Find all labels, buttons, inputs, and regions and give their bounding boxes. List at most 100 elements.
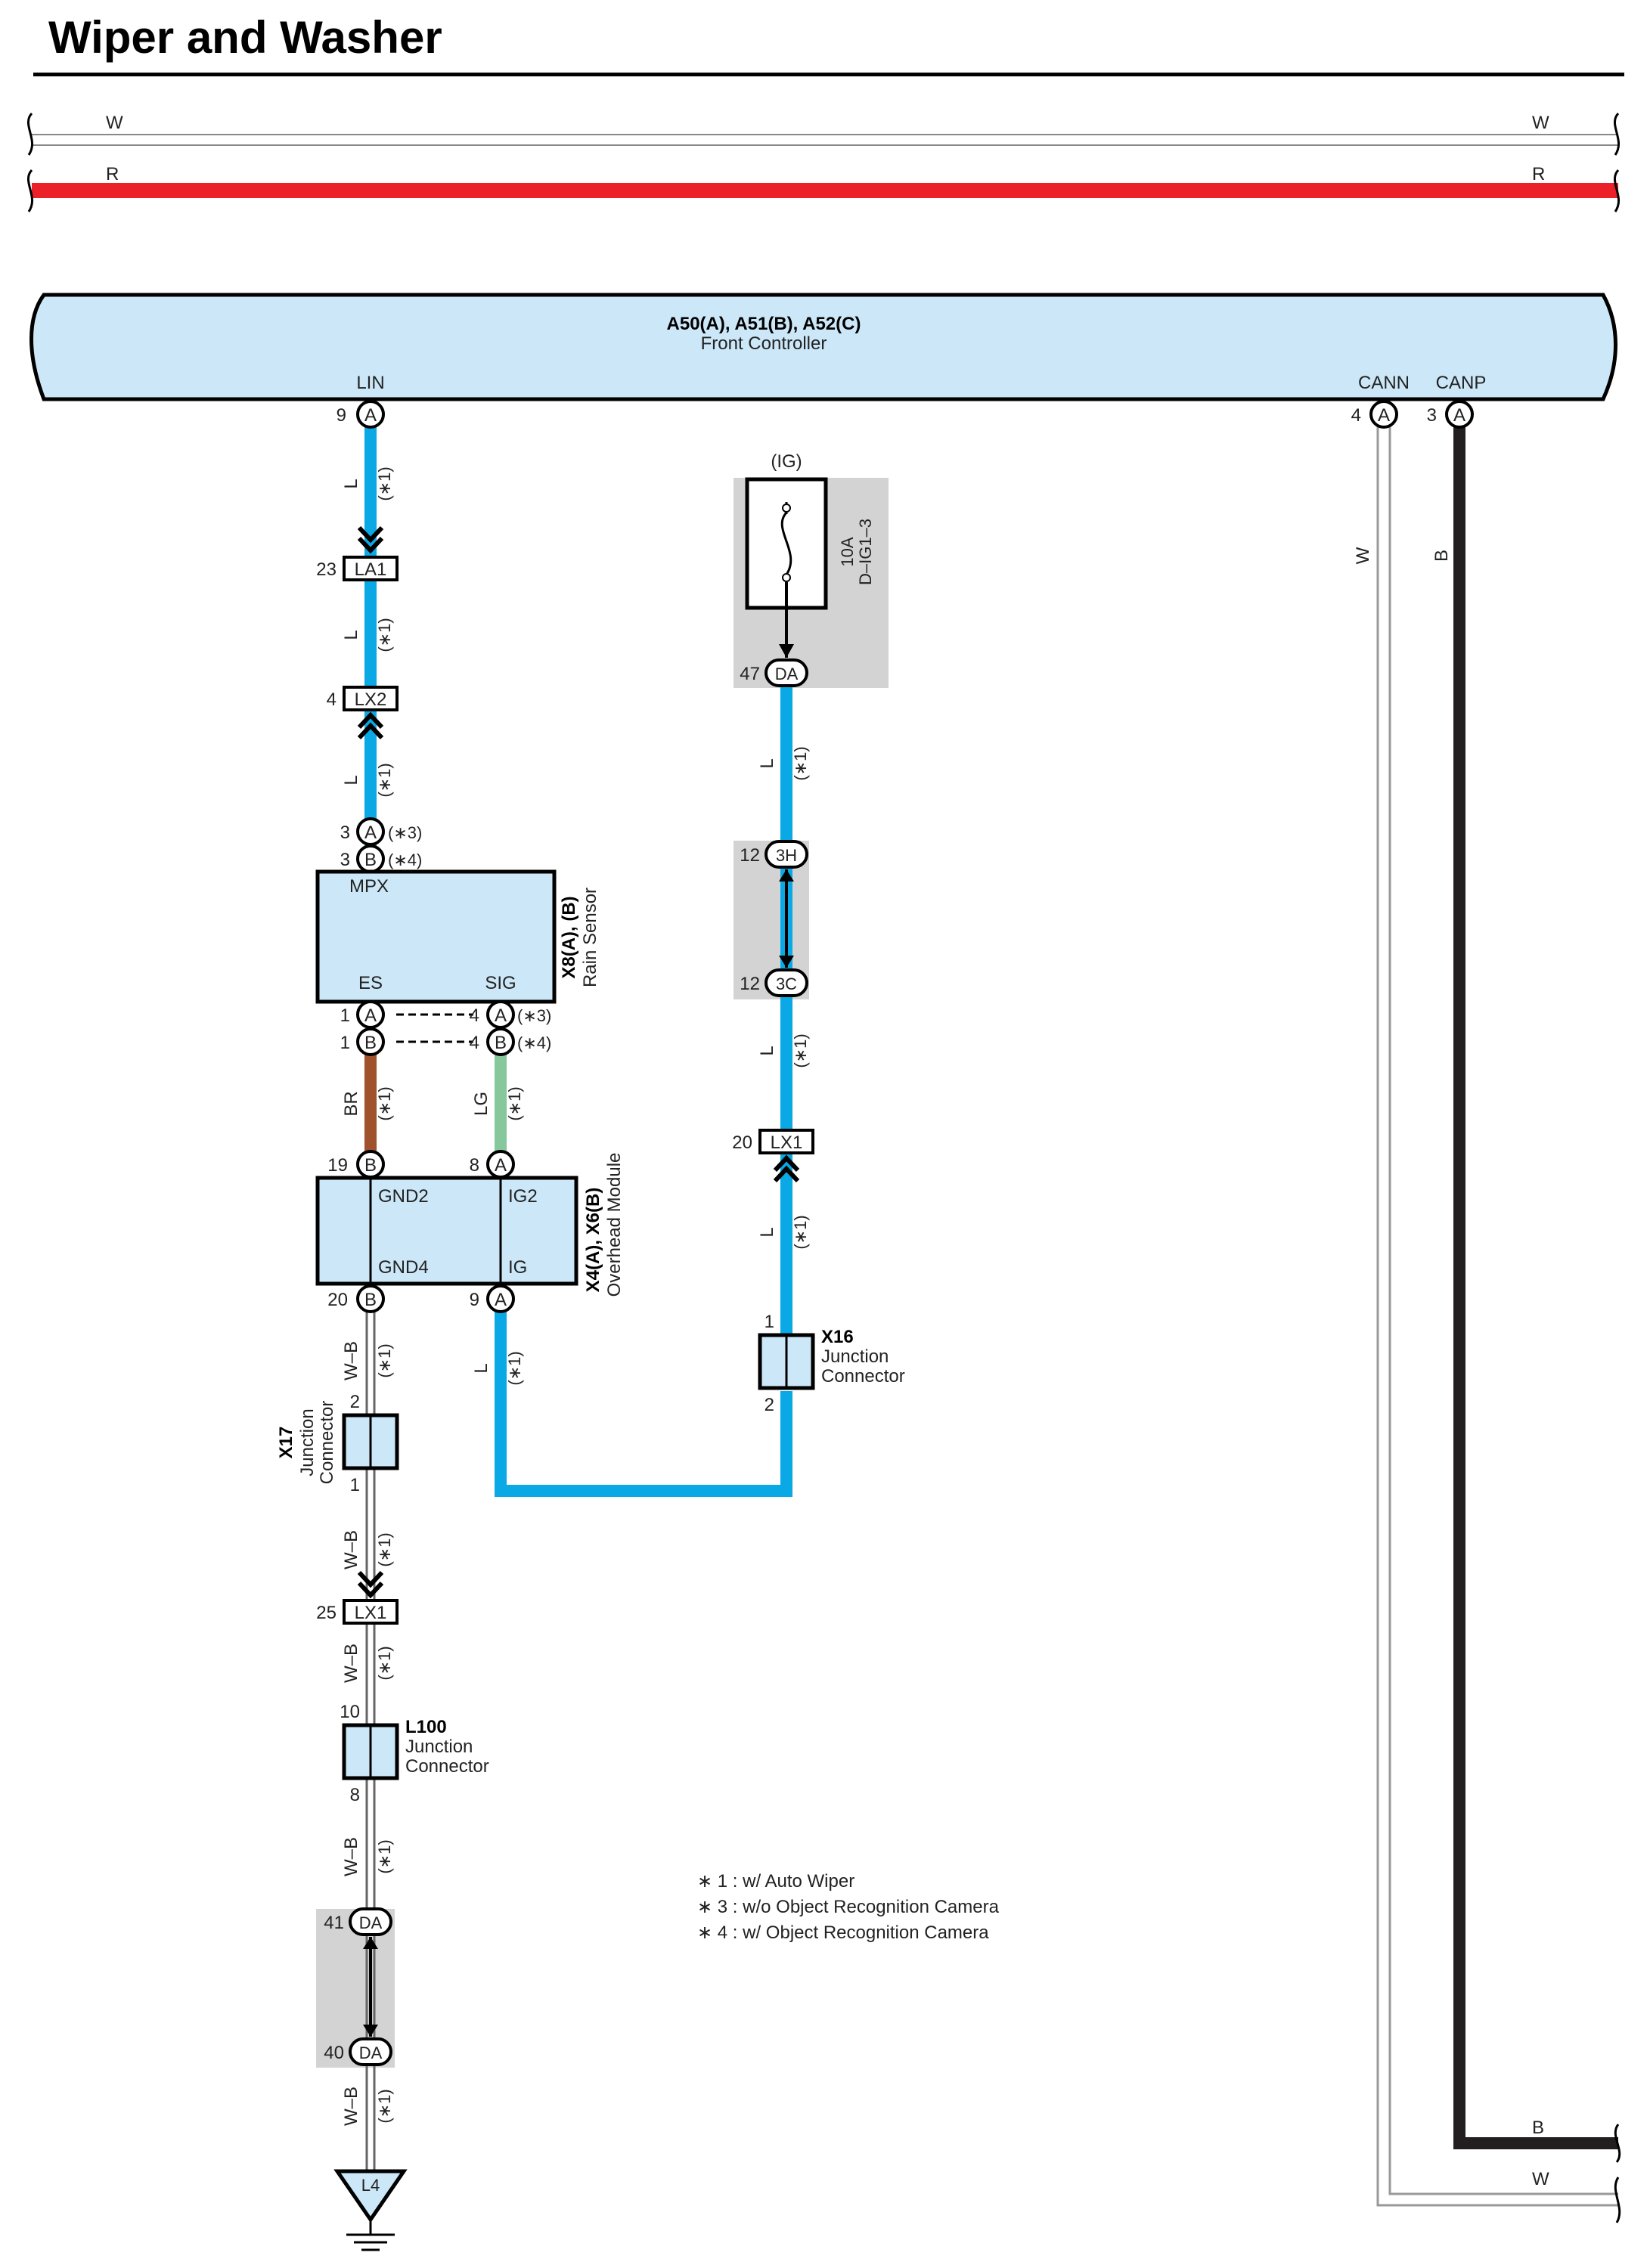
rs-es-pin-b: 1	[340, 1033, 350, 1053]
fuse-element-icon	[780, 511, 792, 575]
rs-in-conn-a: A	[364, 823, 377, 843]
wire-code-b: B	[1431, 550, 1452, 562]
l100-pin2: 8	[350, 1785, 360, 1805]
fuse-terminal-dot	[782, 503, 791, 513]
rs-in-conn-b: B	[364, 850, 377, 870]
lx2-pin: 4	[327, 689, 337, 710]
om-ig2: IG2	[508, 1186, 538, 1207]
note-mark: (∗1)	[791, 746, 810, 780]
note-3: ∗ 3 : w/o Object Recognition Camera	[697, 1897, 1000, 1917]
note-mark: (∗1)	[505, 1351, 524, 1385]
x17-junction-connector: 2 1 X17 Junction Connector	[276, 1392, 399, 1495]
wire-code-l: L	[471, 1363, 492, 1373]
note-mark: (∗1)	[375, 618, 394, 652]
top-w-label-right: W	[1532, 113, 1549, 133]
wire-code-wb: W–B	[341, 1644, 361, 1683]
lx2-connector: LX2 4	[327, 686, 399, 738]
rs-in-note-a: (∗3)	[388, 823, 422, 842]
x17-pin1: 2	[350, 1392, 360, 1412]
rs-in-note-b: (∗4)	[388, 850, 422, 869]
canp-terminal-label: CANP	[1436, 373, 1487, 393]
rs-es-conn-b: B	[364, 1033, 377, 1053]
overhead-module: B 19 A 8 GND2 GND4 IG2 IG X4(A), X6(B) O…	[315, 1150, 625, 1313]
ground-triangle	[333, 2169, 408, 2223]
note-mark: (∗1)	[791, 1033, 810, 1067]
3h-pin: 12	[740, 845, 760, 866]
fuse-terminal-dot	[782, 573, 791, 582]
note-mark: (∗1)	[375, 1343, 394, 1377]
l100-pin1: 10	[340, 1702, 360, 1722]
rain-sensor: A 3 (∗3) B 3 (∗4) MPX ES SIG X8(A), (B) …	[315, 817, 600, 1056]
overhead-module-id: X4(A), X6(B)	[583, 1188, 603, 1293]
overhead-module-body	[315, 1176, 578, 1286]
rs-in-pin-a: 3	[340, 823, 350, 843]
canp-wire	[1453, 414, 1618, 2149]
wire-code-l: L	[757, 758, 777, 768]
rs-sig-label: SIG	[485, 973, 516, 993]
front-controller-body	[29, 293, 1617, 401]
fuse-d-ig1-3: (IG) 10A D–IG1–3 DA 47	[740, 451, 875, 687]
front-controller-name: Front Controller	[701, 333, 827, 354]
3c-code: 3C	[776, 974, 797, 993]
om-pin20: 20	[327, 1290, 348, 1310]
om-pin20-conn: B	[364, 1290, 377, 1310]
la1-label: LA1	[355, 559, 387, 580]
cann-conn-letter: A	[1378, 405, 1390, 426]
rain-sensor-id: X8(A), (B)	[559, 896, 579, 978]
ig-wire	[495, 1300, 792, 1497]
x17-line2: Connector	[317, 1401, 337, 1485]
om-ig: IG	[508, 1257, 527, 1278]
fuse-name: D–IG1–3	[856, 519, 875, 585]
wire-code-w: W	[1353, 547, 1373, 564]
arrow-down-icon	[363, 2025, 378, 2037]
om-gnd2: GND2	[378, 1186, 429, 1207]
la1-pin: 23	[316, 559, 337, 580]
x16-line2: Connector	[821, 1366, 905, 1387]
wb-wire-labels: W–B (∗1) W–B (∗1) W–B (∗1) W–B (∗1) W–B …	[341, 1341, 394, 2126]
note-mark: (∗1)	[505, 1086, 524, 1120]
front-controller-pins: A 9 A 4 A 3	[337, 400, 1474, 429]
om-pin9: 9	[470, 1290, 479, 1310]
front-controller-id: A50(A), A51(B), A52(C)	[667, 314, 861, 334]
wire-code-wb: W–B	[341, 1341, 361, 1380]
da-top-code: DA	[359, 1913, 383, 1932]
x17-id: X17	[276, 1427, 296, 1459]
wire-code-wb: W–B	[341, 2087, 361, 2126]
rs-mpx-label: MPX	[349, 876, 389, 897]
la1-connector: LA1 23	[316, 528, 399, 581]
note-mark: (∗1)	[375, 2089, 394, 2123]
l100-id: L100	[405, 1717, 447, 1737]
l100-line1: Junction	[405, 1737, 473, 1757]
rain-sensor-name: Rain Sensor	[580, 888, 600, 987]
om-pin19: 19	[327, 1155, 348, 1176]
da-bottom-pin: 40	[324, 2043, 344, 2063]
wires	[364, 414, 1621, 2223]
om-pin9-conn: A	[495, 1290, 507, 1310]
x17-pin2: 1	[350, 1475, 360, 1495]
lin-terminal-label: LIN	[356, 373, 384, 393]
rs-sig-note-a: (∗3)	[517, 1006, 551, 1025]
x16-junction-connector: 1 2 X16 Junction Connector	[758, 1312, 905, 1415]
overhead-module-name: Overhead Module	[604, 1153, 625, 1297]
x16-pin2: 2	[765, 1395, 774, 1415]
3h-code: 3H	[776, 846, 797, 865]
note-1: ∗ 1 : w/ Auto Wiper	[697, 1871, 854, 1892]
cann-wire-edge	[1388, 414, 1618, 2195]
lin-conn-letter: A	[364, 405, 377, 426]
rs-in-pin-b: 3	[340, 850, 350, 870]
top-w-label-left: W	[106, 113, 123, 133]
wire-code-l: L	[757, 1227, 777, 1237]
lin-pin-number: 9	[337, 405, 346, 426]
ground-id: L4	[361, 2176, 380, 2195]
notes: ∗ 1 : w/ Auto Wiper ∗ 3 : w/o Object Rec…	[697, 1871, 1000, 1943]
bottom-right-break-icon	[1614, 2124, 1621, 2223]
lx1-right-connector: LX1 20	[732, 1129, 814, 1181]
bottom-b-label: B	[1532, 2118, 1544, 2138]
top-left-break-icon	[26, 112, 34, 212]
arrow-up-icon	[363, 1937, 378, 1949]
note-mark: (∗1)	[791, 1215, 810, 1249]
note-mark: (∗1)	[375, 466, 394, 500]
rs-es-conn-a: A	[364, 1005, 377, 1026]
